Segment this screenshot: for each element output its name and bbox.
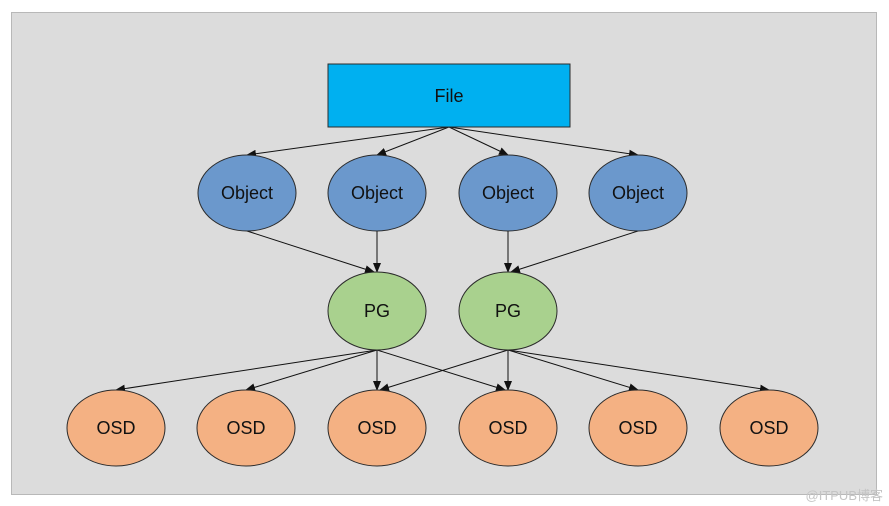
file-node: File (327, 63, 571, 128)
file-label: File (434, 86, 463, 106)
object-ellipse-3 (458, 154, 558, 232)
osd-label-1: OSD (96, 418, 135, 438)
pg-node-1: PG (327, 271, 427, 351)
object-ellipse-4 (588, 154, 688, 232)
osd-node-5: OSD (588, 389, 688, 467)
pg-ellipse-2 (458, 271, 558, 351)
osd-ellipse-5 (588, 389, 688, 467)
osd-label-4: OSD (488, 418, 527, 438)
object-label-3: Object (482, 183, 534, 203)
object-node-1: Object (197, 154, 297, 232)
object-node-3: Object (458, 154, 558, 232)
edge-object1-pg1 (246, 230, 375, 274)
osd-label-2: OSD (226, 418, 265, 438)
file-box (327, 63, 571, 128)
object-label-2: Object (351, 183, 403, 203)
osd-node-6: OSD (719, 389, 819, 467)
edge-pg1-osd1 (115, 349, 378, 393)
edge-pg1-osd2 (245, 349, 378, 392)
object-node-4: Object (588, 154, 688, 232)
object-label-1: Object (221, 183, 273, 203)
object-ellipse-2 (327, 154, 427, 232)
watermark-text: @ITPUB博客 (805, 488, 883, 503)
osd-node-4: OSD (458, 389, 558, 467)
edge-pg2-osd6 (507, 349, 770, 393)
osd-node-1: OSD (66, 389, 166, 467)
edge-file-object-1 (246, 126, 450, 158)
edge-pg2-osd5 (507, 349, 639, 392)
edge-file-object-4 (448, 126, 639, 158)
osd-ellipse-3 (327, 389, 427, 467)
osd-node-2: OSD (196, 389, 296, 467)
osd-ellipse-4 (458, 389, 558, 467)
pg-label-1: PG (364, 301, 390, 321)
osd-label-6: OSD (749, 418, 788, 438)
osd-label-3: OSD (357, 418, 396, 438)
edge-file-object-2 (376, 126, 450, 156)
osd-ellipse-2 (196, 389, 296, 467)
edge-pg2-osd3 (379, 349, 509, 392)
pg-ellipse-1 (327, 271, 427, 351)
pg-node-2: PG (458, 271, 558, 351)
edge-object4-pg2 (510, 230, 639, 274)
osd-node-3: OSD (327, 389, 427, 467)
object-node-2: Object (327, 154, 427, 232)
object-ellipse-1 (197, 154, 297, 232)
pg-label-2: PG (495, 301, 521, 321)
osd-ellipse-1 (66, 389, 166, 467)
pg-to-osd-edges (115, 349, 770, 393)
object-to-pg-edges (246, 230, 639, 274)
edge-file-object-3 (448, 126, 509, 156)
file-to-object-edges (246, 126, 639, 158)
object-label-4: Object (612, 183, 664, 203)
edge-pg1-osd4 (376, 349, 506, 392)
osd-ellipse-6 (719, 389, 819, 467)
osd-label-5: OSD (618, 418, 657, 438)
